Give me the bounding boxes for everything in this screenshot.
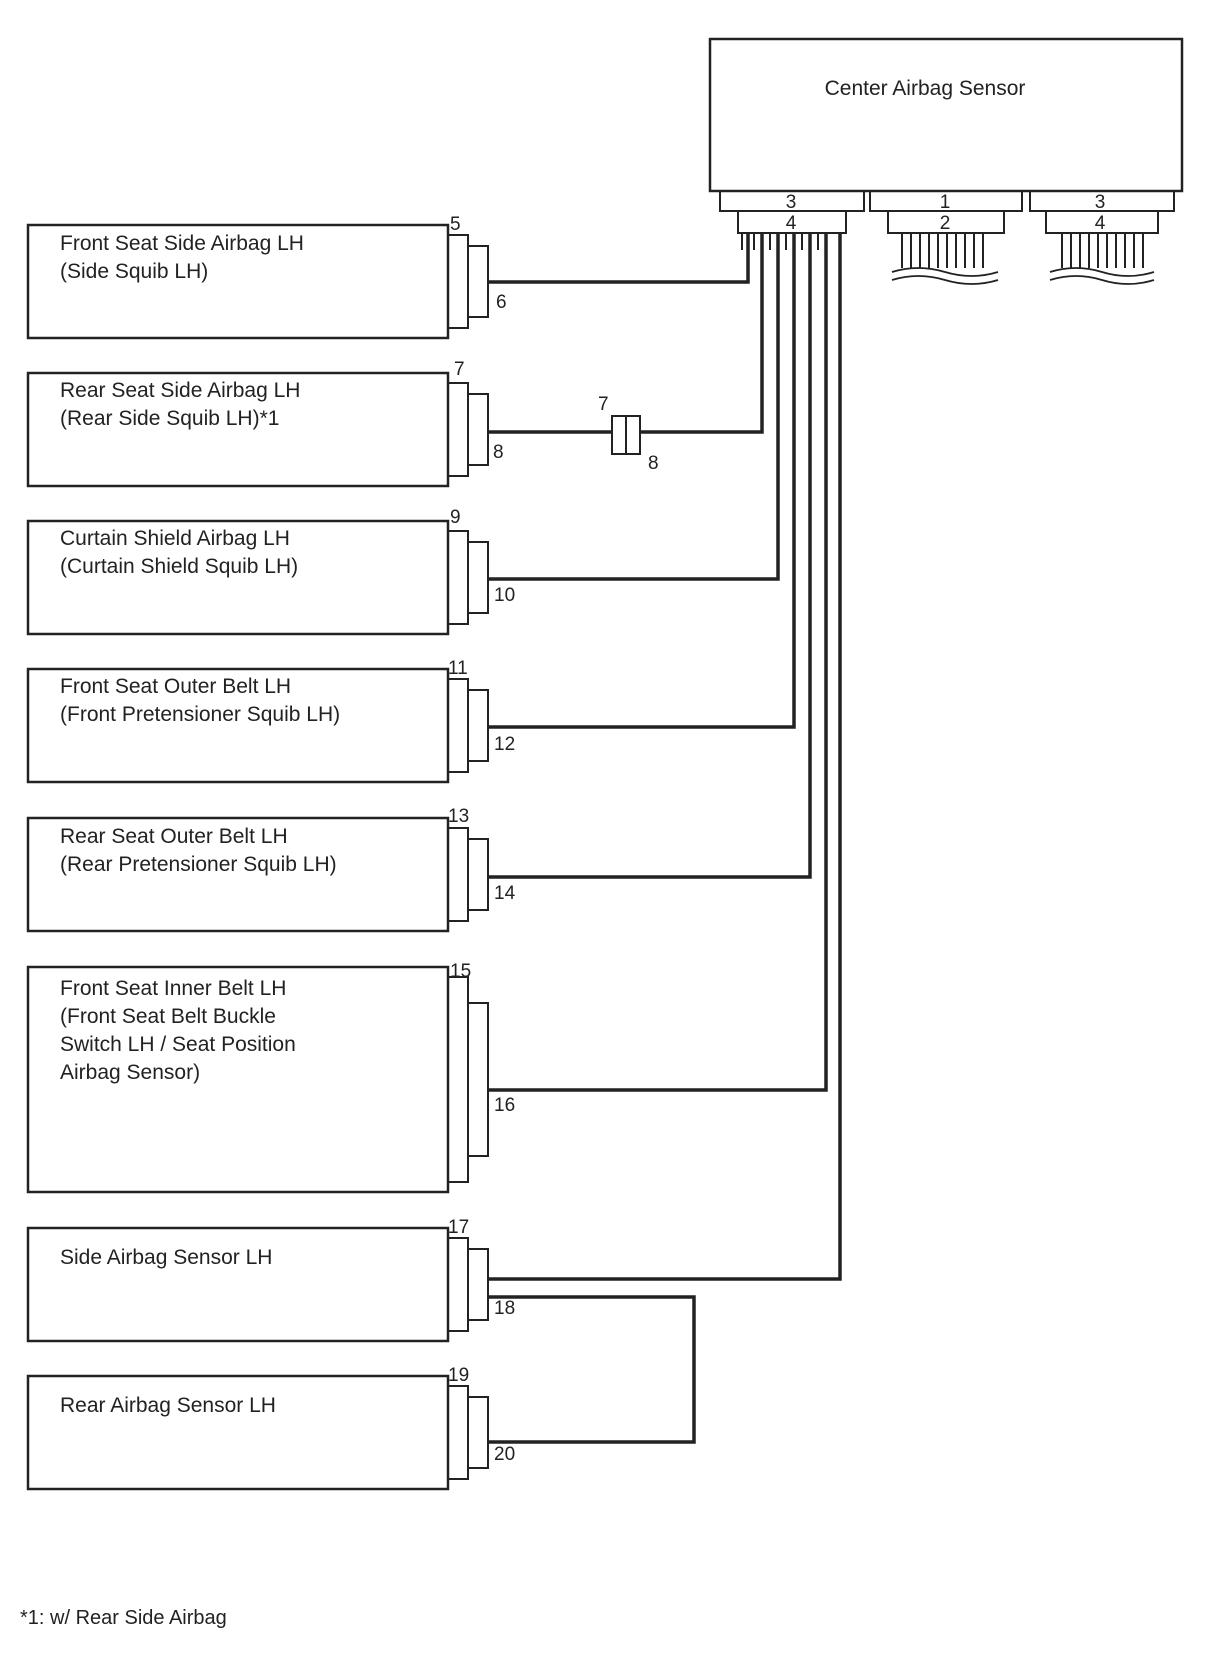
pin-top: 19 [448, 1365, 469, 1386]
component-label-line-2: (Rear Side Squib LH)*1 [60, 407, 279, 430]
pin-top: 17 [448, 1217, 469, 1238]
component-label-line-2: (Side Squib LH) [60, 260, 208, 283]
connector-outer [447, 1237, 469, 1332]
component-label-line-1: Curtain Shield Airbag LH [60, 527, 290, 550]
pin-top: 7 [454, 359, 465, 380]
sensor-connector-b-break-line-2 [891, 275, 999, 285]
component-label-line-1: Rear Airbag Sensor LH [60, 1394, 276, 1417]
junction-pin-bottom: 8 [648, 453, 659, 474]
component-rear-seat-side-airbag-lh: Rear Seat Side Airbag LH (Rear Side Squi… [26, 359, 504, 488]
connector-outer [447, 827, 469, 922]
wire-pin-18-20 [488, 1295, 696, 1444]
connector-inner [467, 1248, 489, 1321]
pin-bottom: 20 [494, 1444, 515, 1465]
component-front-seat-side-airbag-lh: Front Seat Side Airbag LH (Side Squib LH… [26, 214, 507, 340]
connector-inner [467, 1002, 489, 1157]
pin-top: 15 [450, 961, 471, 982]
component-box [26, 1374, 450, 1491]
pin-bottom: 16 [494, 1095, 515, 1116]
component-rear-seat-outer-belt-lh: Rear Seat Outer Belt LH (Rear Pretension… [26, 806, 516, 933]
component-label-line-2: (Front Seat Belt Buckle [60, 1005, 276, 1028]
component-side-airbag-sensor-lh: Side Airbag Sensor LH 17 18 [26, 1217, 515, 1343]
sensor-connector-b-wire-stubs [901, 233, 984, 268]
component-front-seat-outer-belt-lh: Front Seat Outer Belt LH (Front Pretensi… [26, 658, 515, 784]
sensor-connector-a-pin-bottom: 4 [786, 213, 797, 234]
sensor-connector-b: 1 2 [869, 190, 1023, 285]
sensor-connector-a-stubs [741, 233, 819, 250]
pin-bottom: 6 [496, 292, 507, 313]
connector-inner [467, 689, 489, 762]
sensor-connector-c: 3 4 [1029, 190, 1175, 285]
component-label-line-4: Airbag Sensor) [60, 1061, 200, 1084]
wire-pin-16 [488, 233, 828, 1092]
wire-pin-6 [488, 233, 750, 284]
junction-pin-top: 7 [598, 394, 609, 415]
component-label-line-1: Front Seat Inner Belt LH [60, 977, 286, 1000]
connector-inner [467, 838, 489, 911]
component-curtain-shield-airbag-lh: Curtain Shield Airbag LH (Curtain Shield… [26, 507, 515, 636]
sensor-connector-c-break-line [1049, 267, 1155, 277]
pin-top: 9 [450, 507, 461, 528]
wire-pin-10 [488, 233, 780, 581]
pin-bottom: 8 [493, 442, 504, 463]
sensor-connector-a: 3 4 [719, 190, 865, 234]
connector-inner [467, 393, 489, 466]
component-label-line-1: Rear Seat Side Airbag LH [60, 379, 300, 402]
connector-outer [447, 678, 469, 773]
component-box [26, 1226, 450, 1343]
component-rear-airbag-sensor-lh: Rear Airbag Sensor LH 19 20 [26, 1365, 515, 1491]
connector-outer [447, 1385, 469, 1480]
component-label-line-3: Switch LH / Seat Position [60, 1033, 296, 1056]
connector-outer [447, 382, 469, 477]
wire-pin-8-right [640, 233, 764, 434]
center-airbag-sensor-body [708, 37, 1184, 193]
pin-bottom: 18 [494, 1298, 515, 1319]
sensor-connector-c-inner [1045, 210, 1159, 234]
connector-inner [467, 245, 489, 318]
sensor-connector-c-pin-bottom: 4 [1095, 213, 1106, 234]
sensor-connector-a-inner [737, 210, 847, 234]
connector-outer [447, 530, 469, 625]
pin-bottom: 14 [494, 883, 516, 904]
connector-inner [467, 1396, 489, 1469]
sensor-connector-a-pin-top: 3 [786, 192, 797, 213]
junction-connector: 7 8 [598, 394, 659, 474]
component-label-line-1: Side Airbag Sensor LH [60, 1246, 272, 1269]
sensor-connector-b-break-line [891, 267, 999, 277]
wire-pin-12 [488, 233, 796, 729]
sensor-connector-c-wire-stubs [1061, 233, 1144, 268]
connector-outer [447, 234, 469, 329]
component-label-line-2: (Rear Pretensioner Squib LH) [60, 853, 337, 876]
sensor-connector-b-pin-top: 1 [940, 192, 951, 213]
component-label-line-2: (Front Pretensioner Squib LH) [60, 703, 340, 726]
sensor-connector-c-break-line-2 [1049, 275, 1155, 285]
center-airbag-sensor-title: Center Airbag Sensor [825, 77, 1026, 100]
component-label-line-1: Front Seat Side Airbag LH [60, 232, 304, 255]
connector-outer [447, 976, 469, 1183]
wire-pin-14 [488, 233, 812, 879]
footnote: *1: w/ Rear Side Airbag [20, 1607, 227, 1629]
pin-bottom: 10 [494, 585, 515, 606]
component-label-line-2: (Curtain Shield Squib LH) [60, 555, 298, 578]
connector-inner [467, 541, 489, 614]
pin-top: 13 [448, 806, 469, 827]
center-airbag-sensor: Center Airbag Sensor 3 4 1 2 [708, 37, 1184, 285]
component-label-line-1: Front Seat Outer Belt LH [60, 675, 291, 698]
sensor-connector-b-pin-bottom: 2 [940, 213, 951, 234]
component-front-seat-inner-belt-lh: Front Seat Inner Belt LH (Front Seat Bel… [26, 961, 515, 1194]
wires [488, 233, 842, 1444]
pin-bottom: 12 [494, 734, 515, 755]
sensor-connector-c-pin-top: 3 [1095, 192, 1106, 213]
pin-top: 5 [450, 214, 461, 235]
pin-top: 11 [448, 658, 468, 679]
wire-pin-17 [488, 233, 842, 1281]
component-label-line-1: Rear Seat Outer Belt LH [60, 825, 288, 848]
